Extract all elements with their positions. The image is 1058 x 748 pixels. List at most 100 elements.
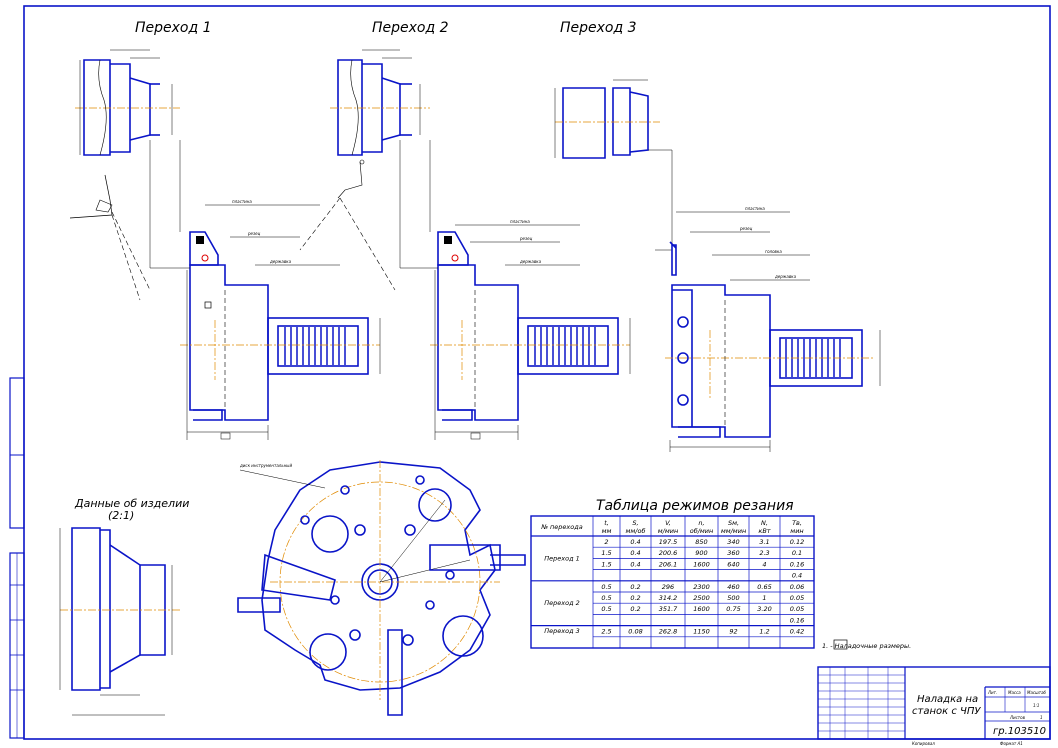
title-name-2: станок с ЧПУ <box>912 706 981 717</box>
table-cell: 0.4 <box>630 560 640 568</box>
table-cell: 262.8 <box>659 628 678 636</box>
svg-text:державка: державка <box>774 274 797 279</box>
table-header-unit: м/мин <box>658 527 678 535</box>
table-cell: 0.5 <box>601 594 611 602</box>
title-copied: Копировал <box>912 741 935 746</box>
left-stamp-upper <box>9 377 25 529</box>
note-text: 1. - Наладочные размеры. <box>822 642 911 650</box>
title-block: Наладка на станок с ЧПУ гр.103510 Лит. М… <box>817 666 1051 746</box>
title-scale-value: 1:1 <box>1033 703 1039 708</box>
table-header: n, <box>698 519 704 527</box>
table-header-unit: мм/мин <box>721 527 746 535</box>
table-cell: 340 <box>727 538 739 546</box>
table-cell: 500 <box>727 594 739 602</box>
table-cell: 1600 <box>693 560 710 568</box>
note-marker <box>833 639 848 650</box>
table-cell: 0.2 <box>630 594 640 602</box>
table-group-name: Переход 3 <box>544 627 580 635</box>
table-cell: 0.2 <box>630 583 640 591</box>
table-cell: 1150 <box>693 628 710 636</box>
table-cell: 0.05 <box>790 594 804 602</box>
table-header-unit: мм/об <box>626 527 646 535</box>
table-cell: 314.2 <box>659 594 678 602</box>
part-view: Данные об изделии (2:1) <box>59 497 189 716</box>
transition-2-title: Переход 2 <box>372 20 449 36</box>
table-cell: 0.75 <box>726 605 740 613</box>
table-title: Таблица режимов резания <box>596 498 794 514</box>
transition-3-title: Переход 3 <box>560 20 637 36</box>
table-cell: 0.12 <box>790 538 804 546</box>
outer-frame <box>23 5 1051 740</box>
table-cell: 0.06 <box>790 583 804 591</box>
table-cell: 1 <box>762 594 766 602</box>
title-sheet-label: Лит. <box>987 690 997 695</box>
table-header-unit: мм <box>602 527 612 535</box>
table-cell: 0.4 <box>792 572 802 580</box>
table-cell: 850 <box>695 538 707 546</box>
svg-text:резец: резец <box>519 236 533 241</box>
table-cell: 0.1 <box>792 549 802 557</box>
table-header: N, <box>761 519 768 527</box>
table-cell: 1.2 <box>759 628 769 636</box>
table-cell: 200.6 <box>659 549 678 557</box>
table-cell: 360 <box>727 549 739 557</box>
table-cell: 0.16 <box>790 616 804 624</box>
transition-2-view: пластина резец державка <box>299 49 631 440</box>
table-header: S, <box>632 519 638 527</box>
transition-1-view: пластина резец державка <box>69 49 381 440</box>
table-header: V, <box>665 519 671 527</box>
table-cell: 1.5 <box>601 549 611 557</box>
table-cell: 2500 <box>693 594 710 602</box>
table-header: Тв, <box>792 519 802 527</box>
title-mass-label: Масса <box>1008 690 1021 695</box>
table-header: № перехода <box>540 523 583 531</box>
table-header: Sм, <box>728 519 739 527</box>
table-cell: 2.3 <box>759 549 769 557</box>
table-cell: 0.4 <box>630 538 640 546</box>
table-cell: 3.1 <box>759 538 769 546</box>
svg-text:головка: головка <box>765 249 782 254</box>
table-cell: 2 <box>604 538 608 546</box>
transition-3-view: пластина резец головка державка <box>554 79 881 452</box>
table-cell: 197.5 <box>659 538 678 546</box>
table-cell: 1.5 <box>601 560 611 568</box>
table-cell: 0.42 <box>790 628 804 636</box>
table-group-name: Переход 1 <box>544 554 580 562</box>
table-cell: 296 <box>662 583 674 591</box>
transition-1-title: Переход 1 <box>135 20 212 36</box>
table-cell: 3.20 <box>757 605 771 613</box>
table-cell: 0.2 <box>630 605 640 613</box>
table-header: t, <box>604 519 609 527</box>
title-name-1: Наладка на <box>917 694 978 705</box>
table-cell: 2.5 <box>601 628 611 636</box>
title-sheets-value: 1 <box>1040 715 1043 720</box>
table-cell: 460 <box>727 583 739 591</box>
table-cell: 0.4 <box>630 549 640 557</box>
title-format: Формат А1 <box>1000 741 1023 746</box>
table-cell: 0.08 <box>628 628 642 636</box>
table-header-unit: об/мин <box>690 527 714 535</box>
t1-holder-label: державка <box>269 259 292 264</box>
table-cell: 900 <box>695 549 707 557</box>
table-group-name: Переход 2 <box>544 599 580 607</box>
table-cell: 0.5 <box>601 605 611 613</box>
part-view-scale: (2:1) <box>108 509 134 522</box>
t1-plate-label: пластина <box>232 199 252 204</box>
svg-text:пластина: пластина <box>510 219 530 224</box>
table-cell: 640 <box>727 560 739 568</box>
svg-text:державка: державка <box>519 259 542 264</box>
table-cell: 0.16 <box>790 560 804 568</box>
table-cell: 4 <box>762 560 766 568</box>
table-header-unit: кВт <box>758 527 770 535</box>
svg-text:диск инструментальный: диск инструментальный <box>239 463 292 468</box>
title-code: гр.103510 <box>993 726 1046 737</box>
svg-text:резец: резец <box>739 226 753 231</box>
title-sheets-label: Листов <box>1009 715 1026 720</box>
table-cell: 206.1 <box>659 560 678 568</box>
table-cell: 1600 <box>693 605 710 613</box>
t1-cutter-label: резец <box>247 231 261 236</box>
table-cell: 0.05 <box>790 605 804 613</box>
cutting-table: Таблица режимов резания № перехода t,мм S,… <box>530 498 815 649</box>
table-cell: 92 <box>729 628 737 636</box>
